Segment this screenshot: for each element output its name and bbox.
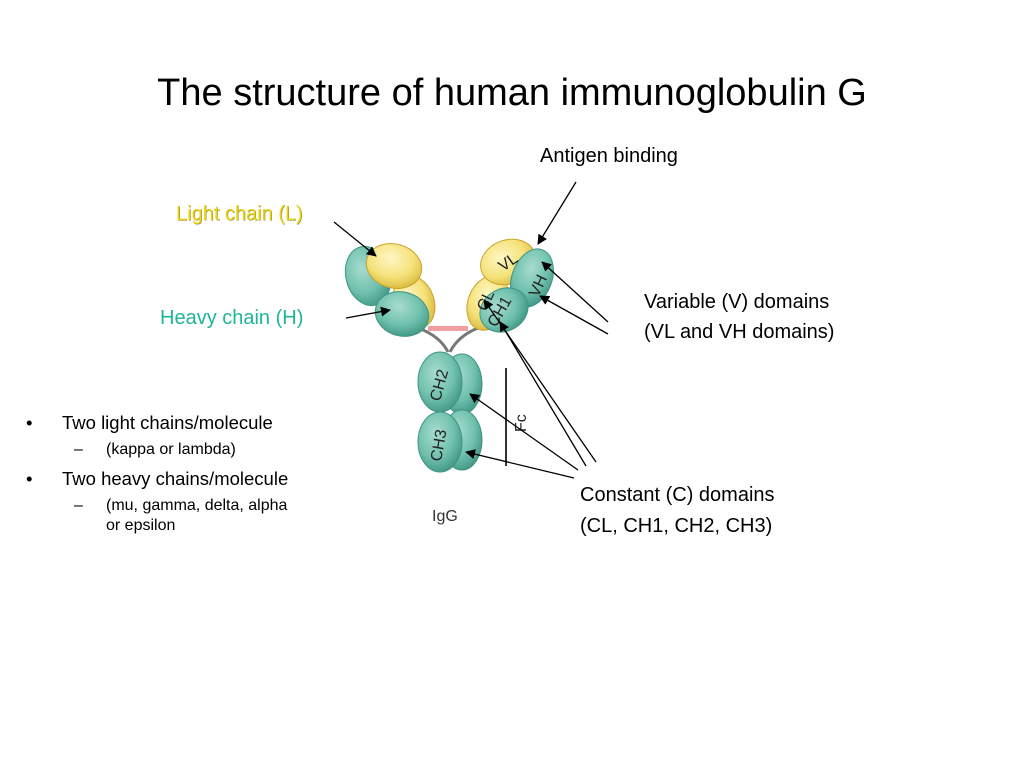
bullet-dot: • bbox=[26, 468, 33, 489]
arrow-constant-ch3 bbox=[465, 449, 575, 479]
bullet-text: Two heavy chains/molecule bbox=[62, 468, 289, 489]
fc-label: Fc bbox=[513, 414, 530, 432]
left-ch1-domain bbox=[374, 291, 430, 337]
light-chain-label: Light chain (L) bbox=[176, 203, 303, 225]
hinge-right bbox=[448, 326, 479, 353]
antigen-binding-label: Antigen binding bbox=[540, 145, 678, 167]
arrow-variable-vl bbox=[541, 261, 609, 323]
heavy-chain-label: Heavy chain (H) bbox=[160, 307, 304, 329]
right-ch1-domain bbox=[479, 287, 529, 333]
bullet-list: • Two light chains/molecule – (kappa or … bbox=[22, 412, 352, 544]
arrow-light-chain bbox=[333, 221, 377, 257]
bullet-item: • Two heavy chains/molecule bbox=[22, 468, 352, 490]
bullet-text: Two light chains/molecule bbox=[62, 412, 273, 433]
arrow-antigen-binding bbox=[537, 181, 577, 245]
left-vl-domain bbox=[365, 243, 423, 289]
constant-domains-label-line2: (CL, CH1, CH2, CH3) bbox=[580, 515, 773, 537]
sub-bullet-text: (kappa or lambda) bbox=[106, 441, 236, 458]
constant-domains-label-line1: Constant (C) domains bbox=[580, 484, 775, 506]
bullet-item: • Two light chains/molecule bbox=[22, 412, 352, 434]
ch3-front-domain bbox=[417, 411, 463, 473]
arrow-constant-ch1 bbox=[499, 321, 587, 467]
arrow-heavy-chain bbox=[345, 306, 391, 319]
variable-domains-label-line2: (VL and VH domains) bbox=[644, 321, 835, 343]
hinge-disulfide bbox=[428, 326, 468, 331]
bullet-dot: • bbox=[26, 412, 33, 433]
igg-label: IgG bbox=[432, 508, 458, 525]
slide-title: The structure of human immunoglobulin G bbox=[157, 72, 867, 114]
variable-domains-label-line1: Variable (V) domains bbox=[644, 291, 830, 313]
sub-bullet-item: – (kappa or lambda) bbox=[22, 440, 352, 460]
sub-bullet-dash: – bbox=[74, 497, 83, 514]
sub-bullet-dash: – bbox=[74, 441, 83, 458]
arrow-constant-ch2 bbox=[469, 393, 579, 471]
arrow-variable-vh bbox=[539, 295, 609, 335]
domain-label-ch3: CH3 bbox=[428, 428, 450, 463]
hinge-left bbox=[417, 326, 450, 353]
